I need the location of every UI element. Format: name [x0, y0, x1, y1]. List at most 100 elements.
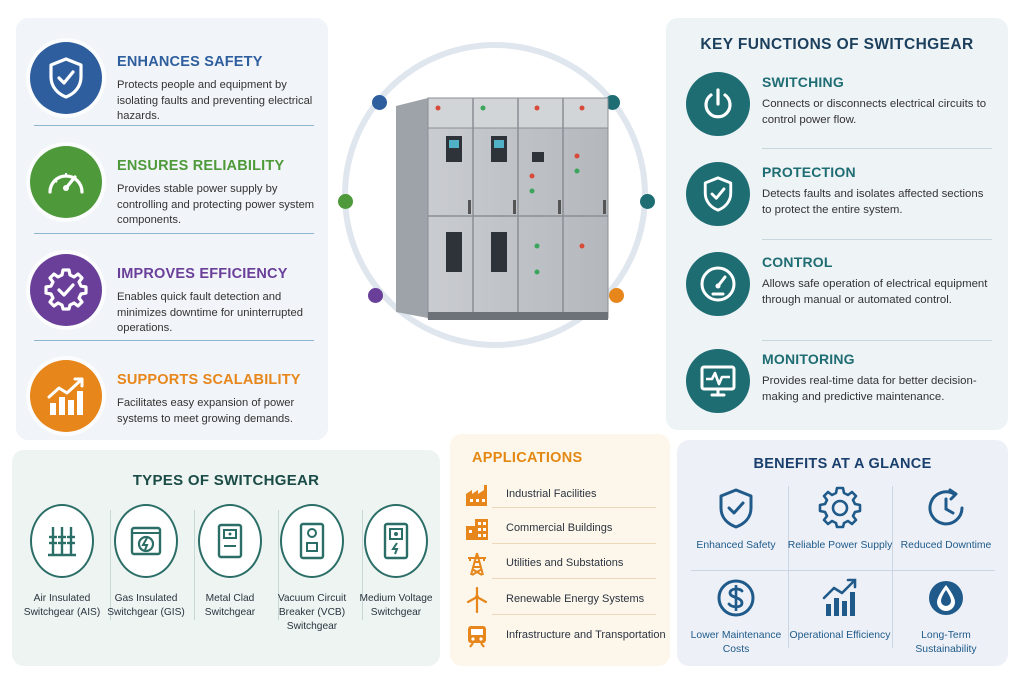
factory-icon: [466, 485, 487, 506]
gear-check-icon: [30, 254, 102, 326]
feature-improves-efficiency: IMPROVES EFFICIENCY Enables quick fault …: [16, 244, 328, 344]
application-commercial: Commercial Buildings: [464, 514, 664, 548]
divider: [492, 543, 656, 544]
feature-enhances-safety: ENHANCES SAFETY Protects people and equi…: [16, 32, 328, 132]
type-metal-clad: Metal Clad Switchgear: [188, 504, 272, 620]
application-label: Renewable Energy Systems: [506, 593, 645, 605]
power-icon: [686, 72, 750, 136]
benefit-label: Reduced Downtime: [900, 540, 992, 551]
function-description: Allows safe operation of electrical equi…: [762, 278, 988, 306]
application-renewable: Renewable Energy Systems: [464, 585, 664, 619]
divider: [34, 340, 314, 341]
key-functions-panel: KEY FUNCTIONS OF SWITCHGEAR SWITCHING Co…: [666, 18, 1008, 430]
divider: [34, 233, 314, 234]
divider: [691, 570, 995, 571]
type-label: Air Insulated Switchgear (AIS): [23, 593, 101, 618]
feature-title: IMPROVES EFFICIENCY: [117, 266, 288, 282]
divider: [194, 510, 195, 620]
blue-dot: [372, 95, 387, 110]
purple-dot: [368, 288, 383, 303]
divider: [110, 510, 111, 620]
shield-check-icon: [719, 488, 753, 529]
function-protection: PROTECTION Detects faults and isolates a…: [666, 162, 1008, 252]
application-infrastructure: Infrastructure and Transportation: [464, 621, 666, 655]
vacuum-breaker-icon: [280, 504, 344, 578]
wind-turbine-icon: [466, 587, 488, 613]
benefit-label: Operational Efficiency: [789, 630, 891, 641]
feature-description: Provides stable power supply by controll…: [117, 183, 315, 226]
types-panel: TYPES OF SWITCHGEAR Air Insulated Switch…: [12, 450, 440, 666]
growth-chart-icon: [30, 360, 102, 432]
gauge-icon: [30, 146, 102, 218]
type-label: Vacuum Circuit Breaker (VCB) Switchgear: [277, 593, 347, 632]
feature-title: ENHANCES SAFETY: [117, 54, 263, 70]
buildings-icon: [466, 519, 488, 540]
feature-title: SUPPORTS SCALABILITY: [117, 372, 301, 388]
gas-insulated-icon: [114, 504, 178, 578]
benefit-long-term-sustainability: Long-Term Sustainability: [891, 576, 1001, 656]
application-industrial: Industrial Facilities: [464, 480, 664, 514]
benefit-reliable-power: Reliable Power Supply: [785, 486, 895, 553]
divider: [762, 239, 992, 240]
application-label: Industrial Facilities: [506, 488, 597, 500]
gear-icon: [818, 486, 862, 529]
function-control: CONTROL Allows safe operation of electri…: [666, 252, 1008, 342]
clock-icon: [928, 488, 964, 526]
benefits-panel: BENEFITS AT A GLANCE Enhanced Safety Rel…: [677, 440, 1008, 666]
key-functions-title: KEY FUNCTIONS OF SWITCHGEAR: [700, 36, 974, 53]
feature-supports-scalability: SUPPORTS SCALABILITY Facilitates easy ex…: [16, 350, 328, 450]
dollar-icon: [717, 579, 755, 617]
water-drop-icon: [929, 581, 963, 615]
function-title: CONTROL: [762, 254, 833, 270]
monitor-pulse-icon: [686, 349, 750, 413]
bar-chart-icon: [822, 578, 857, 616]
train-icon: [468, 626, 486, 648]
benefit-operational-efficiency: Operational Efficiency: [785, 576, 895, 643]
benefit-enhanced-safety: Enhanced Safety: [681, 486, 791, 553]
features-panel: ENHANCES SAFETY Protects people and equi…: [16, 18, 328, 440]
transmission-tower-icon: [468, 552, 486, 576]
types-title: TYPES OF SWITCHGEAR: [132, 472, 320, 489]
application-label: Infrastructure and Transportation: [506, 629, 666, 641]
function-title: PROTECTION: [762, 164, 856, 180]
metal-clad-icon: [198, 504, 262, 578]
divider: [788, 486, 789, 648]
benefit-label: Enhanced Safety: [696, 540, 776, 551]
divider: [492, 507, 656, 508]
divider: [892, 486, 893, 648]
function-title: MONITORING: [762, 351, 855, 367]
type-vacuum-circuit-breaker: Vacuum Circuit Breaker (VCB) Switchgear: [270, 504, 354, 634]
function-monitoring: MONITORING Provides real-time data for b…: [666, 349, 1008, 439]
type-label: Medium Voltage Switchgear: [359, 593, 433, 618]
function-description: Provides real-time data for better decis…: [762, 375, 977, 403]
teal-dot: [605, 95, 620, 110]
teal-dot: [640, 194, 655, 209]
benefit-label: Long-Term Sustainability: [915, 630, 977, 655]
application-label: Utilities and Substations: [506, 557, 624, 569]
function-switching: SWITCHING Connects or disconnects electr…: [666, 72, 1008, 162]
feature-ensures-reliability: ENSURES RELIABILITY Provides stable powe…: [16, 136, 328, 236]
type-label: Gas Insulated Switchgear (GIS): [107, 593, 185, 618]
orange-dot: [609, 288, 624, 303]
feature-title: ENSURES RELIABILITY: [117, 158, 285, 174]
switchgear-cabinet-image: [396, 97, 609, 320]
type-air-insulated: Air Insulated Switchgear (AIS): [20, 504, 104, 620]
divider: [762, 340, 992, 341]
type-medium-voltage: Medium Voltage Switchgear: [354, 504, 438, 620]
air-insulated-icon: [30, 504, 94, 578]
applications-panel: APPLICATIONS Industrial Facilities Comme…: [450, 434, 670, 666]
divider: [762, 148, 992, 149]
benefit-label: Lower Maintenance Costs: [690, 630, 782, 655]
applications-title: APPLICATIONS: [472, 450, 583, 466]
divider: [492, 614, 656, 615]
benefit-label: Reliable Power Supply: [787, 540, 893, 551]
benefit-reduced-downtime: Reduced Downtime: [891, 486, 1001, 553]
green-dot: [338, 194, 353, 209]
feature-description: Protects people and equipment by isolati…: [117, 79, 313, 122]
application-utilities: Utilities and Substations: [464, 549, 664, 583]
shield-check-icon: [30, 42, 102, 114]
divider: [34, 125, 314, 126]
shield-check-icon: [686, 162, 750, 226]
type-gas-insulated: Gas Insulated Switchgear (GIS): [104, 504, 188, 620]
application-label: Commercial Buildings: [506, 522, 613, 534]
